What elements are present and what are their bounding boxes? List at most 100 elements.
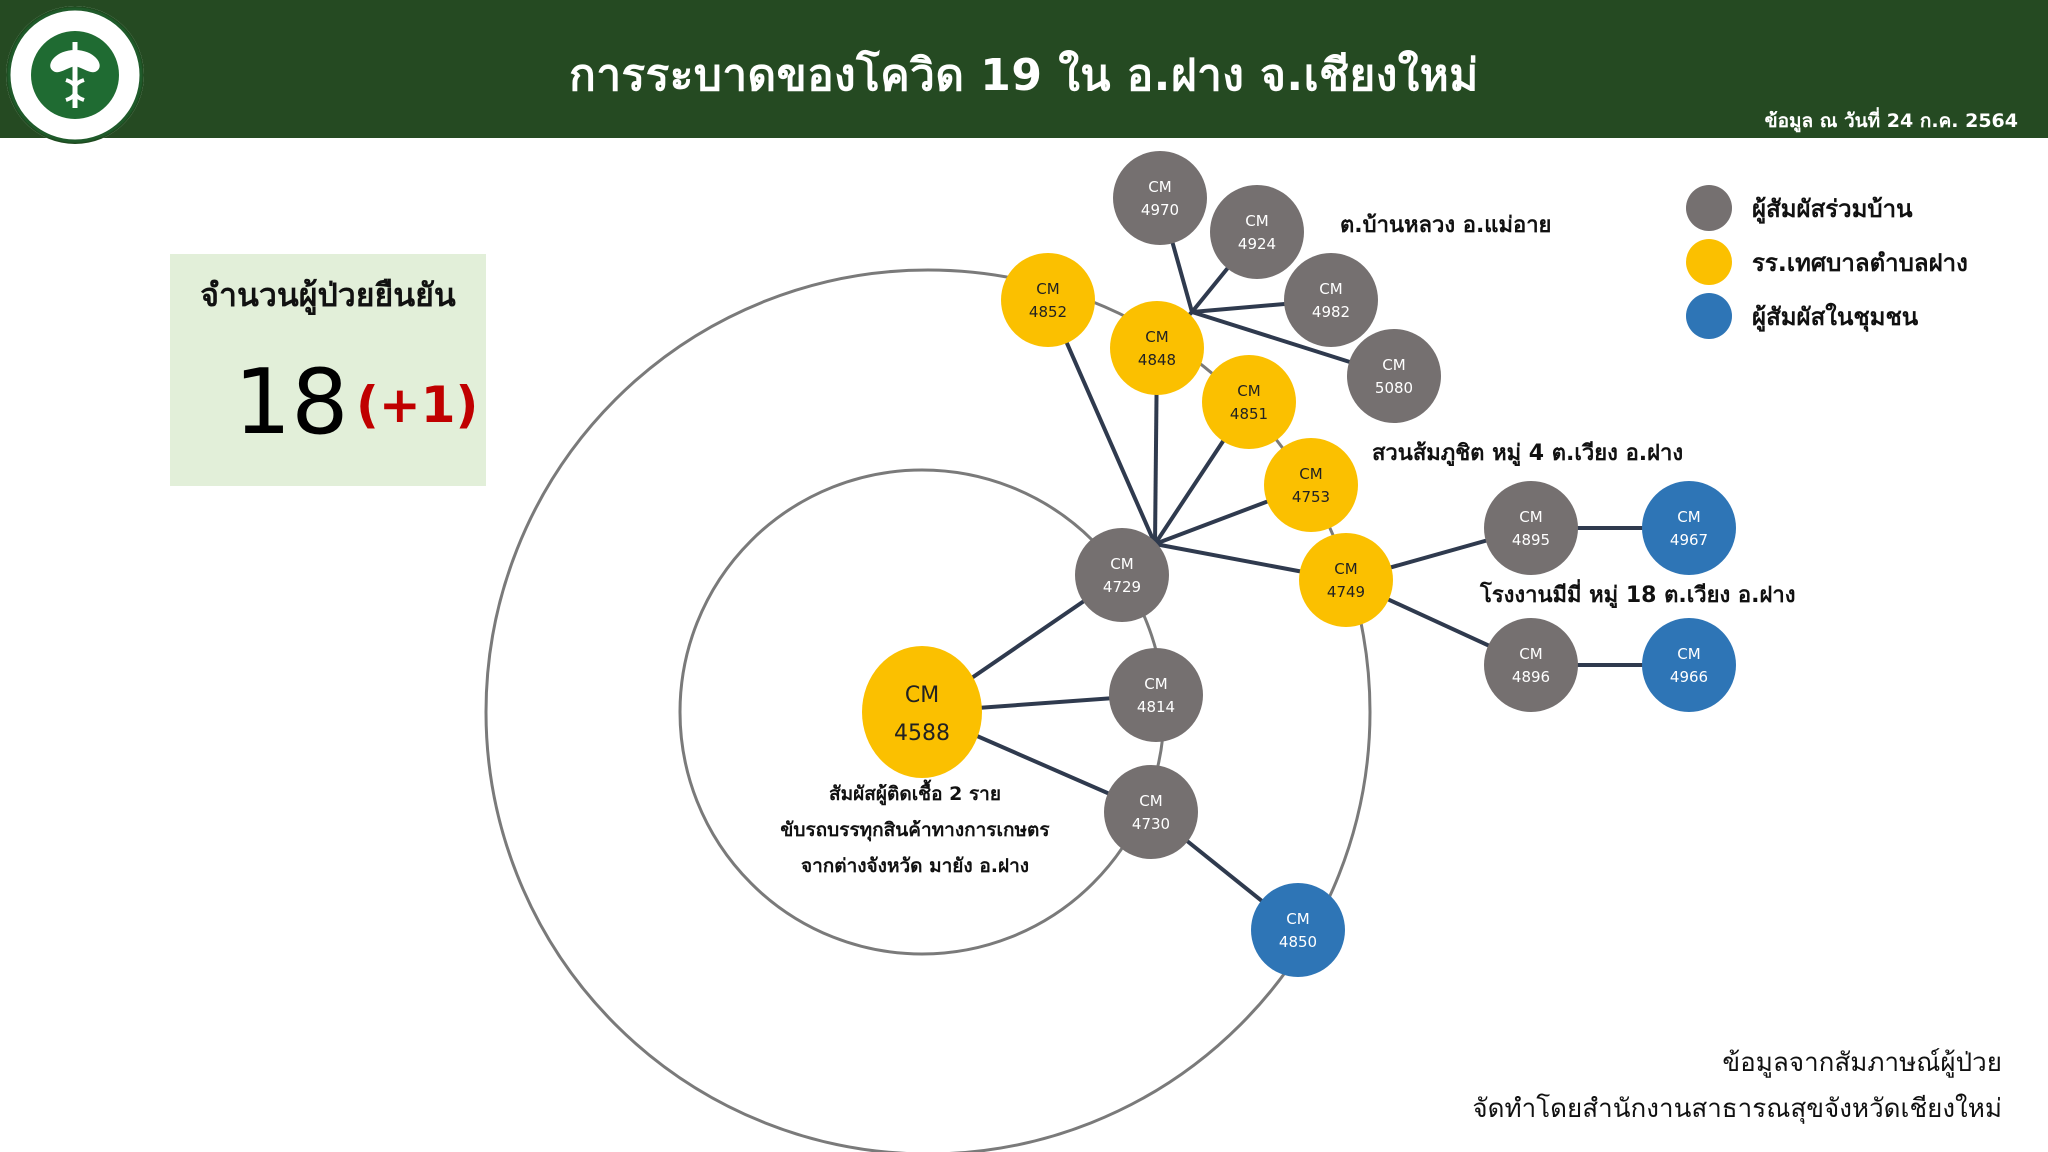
- case-node-prefix: CM: [1148, 178, 1171, 196]
- case-node-number: 4749: [1327, 583, 1365, 601]
- header-bar: การระบาดของโควิด 19 ใน อ.ฝาง จ.เชียงใหม่…: [0, 0, 2048, 144]
- case-node-prefix: CM: [1144, 675, 1167, 693]
- case-node-number: 4970: [1141, 201, 1179, 219]
- diagram-annotations: ต.บ้านหลวง อ.แม่อาย สวนส้มภูชิต หมู่ 4 ต…: [780, 213, 1795, 877]
- case-node-circle: [1109, 648, 1203, 742]
- case-node-prefix: CM: [1677, 645, 1700, 663]
- case-node-4895: CM 4895: [1484, 481, 1578, 575]
- case-node-circle: [1642, 481, 1736, 575]
- case-node-number: 4730: [1132, 815, 1170, 833]
- case-node-number: 4967: [1670, 531, 1708, 549]
- legend-dot-yellow: [1686, 239, 1732, 285]
- case-node-4970: CM 4970: [1113, 151, 1207, 245]
- case-node-number: 4753: [1292, 488, 1330, 506]
- case-node-circle: [1110, 301, 1204, 395]
- annotation-mae-ai: ต.บ้านหลวง อ.แม่อาย: [1340, 213, 1551, 238]
- case-node-number: 4852: [1029, 303, 1067, 321]
- confirmed-count-box: จำนวนผู้ป่วยยืนยัน 18 (+1): [170, 254, 486, 486]
- page-title: การระบาดของโควิด 19 ใน อ.ฝาง จ.เชียงใหม่: [569, 50, 1479, 101]
- legend-school: รร.เทศบาลตำบลฝาง: [1686, 238, 1968, 286]
- case-node-prefix: CM: [1110, 555, 1133, 573]
- case-node-number: 4966: [1670, 668, 1708, 686]
- case-node-circle: [1347, 329, 1441, 423]
- confirmed-count-label: จำนวนผู้ป่วยยืนยัน: [200, 276, 456, 314]
- case-node-prefix: CM: [1334, 560, 1357, 578]
- case-node-4852: CM 4852: [1001, 253, 1095, 347]
- case-node-circle: [1484, 481, 1578, 575]
- case-node-prefix: CM: [1145, 328, 1168, 346]
- annotation-origin-line-3: จากต่างจังหวัด มายัง อ.ฝาง: [801, 855, 1029, 877]
- case-node-4967: CM 4967: [1642, 481, 1736, 575]
- annotation-orchard: สวนส้มภูชิต หมู่ 4 ต.เวียง อ.ฝาง: [1372, 441, 1683, 467]
- annotation-origin-line-1: สัมผัสผู้ติดเชื้อ 2 ราย: [829, 779, 1001, 806]
- case-node-prefix: CM: [1519, 508, 1542, 526]
- case-node-4729: CM 4729: [1075, 528, 1169, 622]
- case-node-circle: [1264, 438, 1358, 532]
- case-node-circle: [1284, 253, 1378, 347]
- case-node-number: 4588: [894, 721, 950, 746]
- case-node-prefix: CM: [1519, 645, 1542, 663]
- case-node-circle: [862, 646, 982, 778]
- annotation-origin-line-2: ขับรถบรรทุกสินค้าทางการเกษตร: [780, 819, 1050, 842]
- case-node-circle: [1210, 185, 1304, 279]
- case-node-4749: CM 4749: [1299, 533, 1393, 627]
- case-node-4814: CM 4814: [1109, 648, 1203, 742]
- case-node-prefix: CM: [1382, 356, 1405, 374]
- confirmed-count-value: 18: [234, 350, 349, 455]
- footer-author: จัดทำโดยสำนักงานสาธารณสุขจังหวัดเชียงใหม…: [1472, 1094, 2002, 1124]
- case-node-4966: CM 4966: [1642, 618, 1736, 712]
- case-node-number: 4896: [1512, 668, 1550, 686]
- diagram-nodes: CM4588CM4729CM4814CM4730CM4850CM4852CM48…: [862, 151, 1736, 977]
- case-node-circle: [1202, 355, 1296, 449]
- legend-dot-blue: [1686, 293, 1732, 339]
- legend-label-community: ผู้สัมผัสในชุมชน: [1752, 302, 1919, 331]
- footer-source: ข้อมูลจากสัมภาษณ์ผู้ป่วย: [1722, 1048, 2002, 1078]
- legend-label-household: ผู้สัมผัสร่วมบ้าน: [1752, 194, 1913, 223]
- case-node-4588: CM 4588: [862, 646, 982, 778]
- case-node-prefix: CM: [1286, 910, 1309, 928]
- case-node-circle: [1104, 765, 1198, 859]
- case-node-prefix: CM: [1139, 792, 1162, 810]
- footer-credits: ข้อมูลจากสัมภาษณ์ผู้ป่วย จัดทำโดยสำนักงา…: [1472, 1040, 2002, 1132]
- case-node-4896: CM 4896: [1484, 618, 1578, 712]
- case-node-number: 4848: [1138, 351, 1176, 369]
- case-node-4753: CM 4753: [1264, 438, 1358, 532]
- case-node-prefix: CM: [1677, 508, 1700, 526]
- case-node-circle: [1251, 883, 1345, 977]
- case-node-number: 4850: [1279, 933, 1317, 951]
- case-node-4850: CM 4850: [1251, 883, 1345, 977]
- case-node-4730: CM 4730: [1104, 765, 1198, 859]
- case-node-number: 4982: [1312, 303, 1350, 321]
- case-node-4848: CM 4848: [1110, 301, 1204, 395]
- legend-household: ผู้สัมผัสร่วมบ้าน: [1686, 184, 1913, 232]
- case-node-prefix: CM: [1036, 280, 1059, 298]
- case-node-number: 5080: [1375, 379, 1413, 397]
- case-node-circle: [1299, 533, 1393, 627]
- legend-community: ผู้สัมผัสในชุมชน: [1686, 292, 1918, 340]
- case-node-number: 4895: [1512, 531, 1550, 549]
- case-node-prefix: CM: [1245, 212, 1268, 230]
- case-node-number: 4814: [1137, 698, 1175, 716]
- case-node-prefix: CM: [1299, 465, 1322, 483]
- data-date: ข้อมูล ณ วันที่ 24 ก.ค. 2564: [1764, 110, 2018, 132]
- case-node-number: 4924: [1238, 235, 1276, 253]
- case-node-circle: [1001, 253, 1095, 347]
- case-node-4924: CM 4924: [1210, 185, 1304, 279]
- legend-dot-gray: [1686, 185, 1732, 231]
- case-node-prefix: CM: [905, 683, 939, 708]
- legend-label-school: รร.เทศบาลตำบลฝาง: [1752, 248, 1968, 277]
- case-node-circle: [1113, 151, 1207, 245]
- ministry-emblem-icon: [7, 7, 143, 143]
- confirmed-count-change: (+1): [356, 376, 479, 434]
- case-node-number: 4851: [1230, 405, 1268, 423]
- annotation-factory: โรงงานมีมี่ หมู่ 18 ต.เวียง อ.ฝาง: [1479, 578, 1795, 609]
- case-node-number: 4729: [1103, 578, 1141, 596]
- case-node-5080: CM 5080: [1347, 329, 1441, 423]
- case-node-circle: [1484, 618, 1578, 712]
- outer-ring: [484, 268, 1372, 1152]
- case-node-circle: [1642, 618, 1736, 712]
- case-node-circle: [1075, 528, 1169, 622]
